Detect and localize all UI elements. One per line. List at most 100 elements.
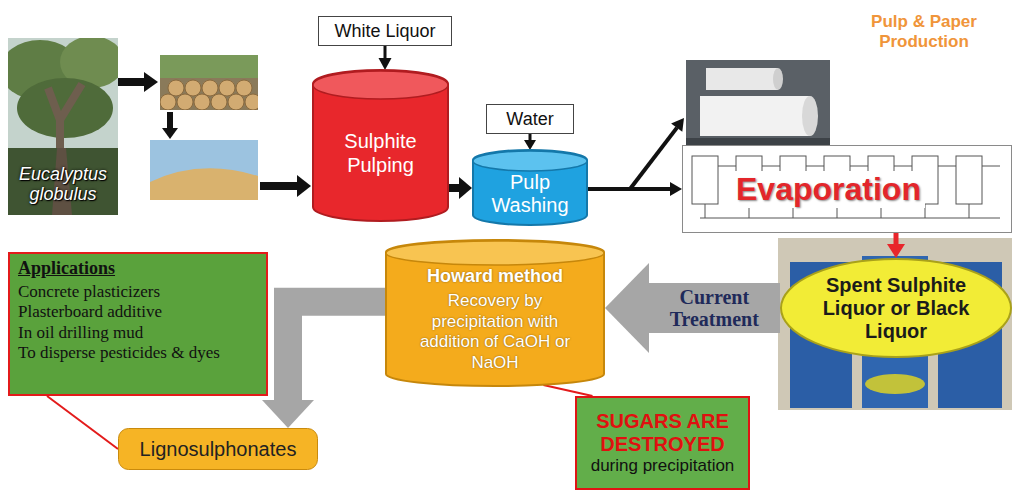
- outline: [9, 253, 267, 395]
- undergrowth: [8, 148, 118, 215]
- node-content: Eucalyptus globulus: [8, 38, 118, 215]
- photo-caption: Eucalyptus globulus: [8, 38, 118, 215]
- node-text: Eucalyptus globulus: [12, 164, 114, 205]
- node-body-text: To disperse pesticides & dyes: [18, 343, 220, 363]
- cylinder-body: [313, 70, 448, 221]
- node-text: Applications: [18, 258, 115, 279]
- evaporator-schematic: [682, 145, 1012, 233]
- log-ends: [160, 80, 258, 110]
- cylinder-top: [473, 151, 587, 171]
- caption-label: Pulp & Paper Production: [846, 12, 1002, 53]
- arrow-head: [671, 118, 684, 132]
- note-box: SUGARS ARE DESTROYEDduring precipitation: [575, 396, 750, 490]
- node-body-text: during precipitation: [591, 456, 735, 476]
- liquor-ellipse: Spent Sulphite Liquor or Black Liquor: [780, 258, 1012, 358]
- block-arrow: [262, 302, 385, 428]
- eucalyptus-photo: [8, 38, 118, 215]
- outline: [487, 105, 574, 134]
- connector-line: [543, 385, 592, 396]
- arrow-head: [459, 177, 472, 199]
- node-body-text: In oil drilling mud: [18, 323, 143, 343]
- input-box: White Liquor: [318, 16, 452, 46]
- flow-arrow: [524, 134, 536, 150]
- node-text: Pulp Washing: [478, 171, 582, 217]
- wood-chips-photo: [150, 140, 258, 200]
- applications-box: ApplicationsConcrete plasticizersPlaster…: [8, 252, 268, 396]
- outline: [781, 259, 1011, 357]
- arrow-head: [162, 128, 178, 139]
- arrow-head: [379, 58, 392, 70]
- node-text: White Liquor: [334, 21, 435, 42]
- arrow-head: [605, 263, 649, 353]
- connector-line: [384, 46, 387, 59]
- node-content: Sulphite Pulping: [312, 70, 449, 222]
- node-text: Sulphite Pulping: [320, 129, 441, 177]
- sky: [150, 140, 258, 200]
- mill-hall: [686, 60, 830, 148]
- node-content: Lignosulphonates: [118, 428, 318, 470]
- panel-ground: [682, 145, 1012, 233]
- cylinder-top: [313, 71, 448, 99]
- branch: [48, 84, 82, 150]
- connector-line: [894, 233, 899, 245]
- arrow-line: [118, 78, 144, 86]
- arrow-line: [630, 128, 677, 189]
- log-pile: [160, 78, 258, 110]
- flow-arrow: [588, 182, 682, 196]
- arrow-head: [524, 140, 536, 150]
- node-text: SUGARS ARE DESTROYED: [581, 410, 744, 456]
- leader-line: [47, 396, 118, 449]
- input-box: Water: [486, 104, 574, 134]
- node-content: Water: [486, 104, 574, 134]
- node-body-text: Concrete plasticizers: [18, 282, 160, 302]
- paper-roll: [706, 68, 778, 90]
- cylinder-top: [386, 241, 604, 265]
- arrow-head: [670, 182, 682, 196]
- arrow-line: [260, 182, 297, 190]
- flow-arrow: [449, 177, 472, 199]
- flow-arrow: [887, 233, 905, 258]
- node-content: White Liquor: [318, 16, 452, 46]
- outline: [119, 429, 318, 470]
- arrow-head: [144, 72, 158, 92]
- node-body-text: Recovery by precipitation with addition …: [403, 291, 587, 374]
- arrow-head: [262, 400, 314, 428]
- connector-line: [47, 396, 118, 449]
- outline: [319, 17, 452, 46]
- logs-photo: [160, 55, 258, 110]
- background: [778, 238, 1012, 410]
- arrow-head: [297, 175, 311, 197]
- node-content: SUGARS ARE DESTROYEDduring precipitation: [575, 396, 750, 490]
- node-content: Spent Sulphite Liquor or Black Liquor: [780, 258, 1012, 358]
- process-cylinder: Sulphite Pulping: [312, 70, 449, 222]
- node-text: Water: [506, 109, 553, 130]
- connector-line: [588, 187, 671, 191]
- arrow-head: [887, 244, 905, 258]
- block-arrow: [605, 263, 780, 353]
- edge-label: Current Treatment: [657, 286, 771, 330]
- connector-line: [449, 184, 460, 192]
- process-cylinder: Howard methodRecovery by precipitation w…: [385, 240, 605, 387]
- evaporation-panel: Evaporation: [682, 145, 1012, 233]
- outline: [683, 146, 1012, 233]
- connector-line: [529, 134, 532, 141]
- roll-end: [802, 96, 818, 136]
- paper-mill-photo: [686, 60, 830, 148]
- flow-arrow: [379, 46, 392, 70]
- leader-line: [543, 385, 592, 396]
- node-body-text: Plasterboard additive: [18, 302, 162, 322]
- product-box: Lignosulphonates: [118, 428, 318, 470]
- effect-vessels: [692, 156, 1000, 218]
- cylinder-body: [386, 240, 604, 386]
- arrow-line: [167, 112, 173, 128]
- node-text: Lignosulphonates: [140, 438, 297, 461]
- roll-end: [773, 68, 783, 90]
- barrels-photo: [778, 238, 1012, 410]
- node-content: Pulp Washing: [472, 150, 588, 226]
- node-content: Evaporation: [682, 145, 1012, 233]
- node-text: Evaporation: [732, 171, 925, 208]
- cylinder-body: [473, 150, 587, 225]
- paper-roll: [700, 96, 810, 136]
- outline: [576, 397, 749, 489]
